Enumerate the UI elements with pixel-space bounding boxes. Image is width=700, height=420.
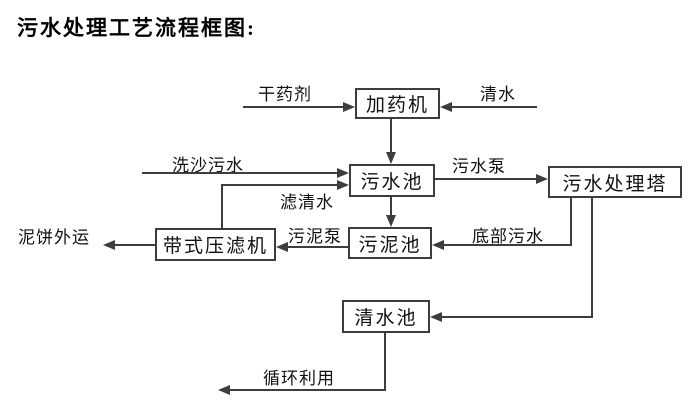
node-sludge-pool: 污泥池: [348, 227, 432, 259]
page-title: 污水处理工艺流程框图:: [17, 16, 256, 40]
edge-sewage-to-sludge-line: [390, 197, 392, 218]
edge-tower-to-clearpool-vline: [591, 198, 593, 318]
label-sludge-pump: 污泥泵: [288, 227, 342, 246]
label-mud-cake-out: 泥饼外运: [18, 228, 90, 247]
edge-sewage-pump-line: [435, 178, 540, 180]
edge-sand-sewage-arrowhead: [337, 168, 349, 178]
label-sewage-pump: 污水泵: [452, 157, 506, 176]
edge-bottom-sewage-hline: [443, 244, 572, 246]
label-dry-chemical: 干药剂: [258, 85, 312, 104]
node-clear-water-pool: 清水池: [342, 300, 430, 333]
label-recycle: 循环利用: [263, 369, 335, 388]
edge-filtered-water-vline: [221, 185, 223, 228]
edge-mud-cake-line: [113, 244, 155, 246]
edge-sludge-pump-arrowhead: [276, 242, 288, 252]
label-clear-water: 清水: [480, 85, 516, 104]
node-belt-filter-press: 带式压滤机: [155, 228, 276, 261]
edge-dry-chemical-line: [243, 106, 346, 108]
node-treatment-tower: 污水处理塔: [548, 166, 682, 198]
edge-dosing-to-sewage-line: [390, 119, 392, 155]
node-sewage-pool: 污水池: [349, 164, 435, 197]
edge-sand-sewage-line: [142, 172, 340, 174]
label-sand-washing-sewage: 洗沙污水: [172, 156, 244, 175]
edge-dry-chemical-arrowhead: [343, 102, 355, 112]
edge-sewage-pump-arrowhead: [536, 174, 548, 184]
edge-recycle-hline: [228, 389, 386, 391]
edge-recycle-vline: [384, 333, 386, 391]
edge-filtered-water-arrowhead: [337, 180, 349, 190]
edge-tower-to-clearpool-hline: [441, 316, 593, 318]
label-bottom-sewage: 底部污水: [472, 227, 544, 246]
edge-dosing-to-sewage-arrowhead: [386, 152, 396, 164]
edge-clear-water-arrowhead: [440, 102, 452, 112]
edge-recycle-arrowhead: [218, 385, 230, 395]
edge-filtered-water-hline: [221, 184, 340, 186]
node-dosing-machine: 加药机: [355, 88, 440, 119]
edge-sewage-to-sludge-arrowhead: [386, 215, 396, 227]
edge-bottom-sewage-vline: [570, 198, 572, 246]
edge-clear-water-line: [452, 106, 537, 108]
label-filtered-water: 滤清水: [280, 193, 334, 212]
edge-mud-cake-arrowhead: [103, 240, 115, 250]
edge-sludge-pump-line: [287, 246, 348, 248]
edge-bottom-sewage-arrowhead: [432, 240, 444, 250]
edge-tower-to-clearpool-arrowhead: [430, 312, 442, 322]
